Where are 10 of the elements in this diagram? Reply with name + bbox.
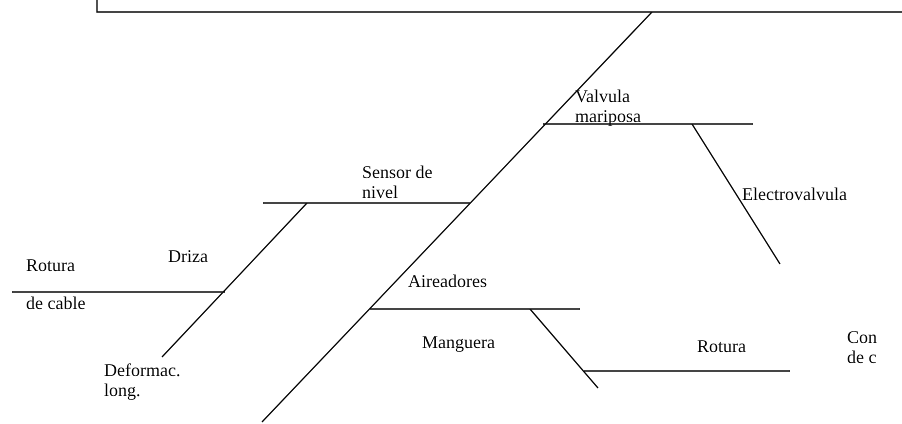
- cause-label: Rotura: [697, 336, 747, 356]
- cause-label: Sensor de nivel: [362, 162, 434, 202]
- cause-label: Manguera: [422, 332, 496, 352]
- cause-label: Aireadores: [408, 271, 488, 291]
- cause-label: Electrovalvula: [742, 184, 848, 204]
- cause-label: Valvula mariposa: [575, 86, 642, 126]
- cause-label: Driza: [168, 246, 209, 266]
- cause-label: Rotura de cable: [26, 254, 86, 315]
- cause-label: Con de c: [847, 327, 878, 367]
- cause-label: Deformac. long.: [104, 360, 182, 400]
